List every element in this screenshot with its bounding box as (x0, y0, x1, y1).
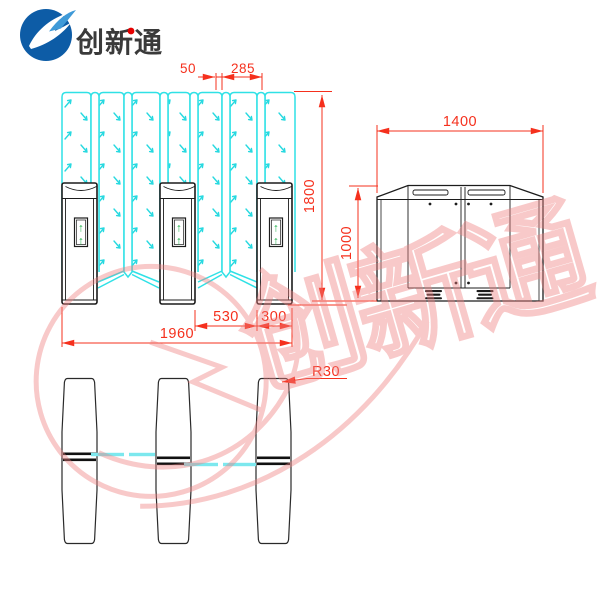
passage-indicator (73, 217, 89, 248)
dim-300: 300 (257, 308, 293, 347)
dim-1800: 1800 (288, 91, 347, 306)
indicator-up-arrow-icon: ↑ (273, 236, 279, 248)
indicator-up-arrow-icon: ↑ (176, 236, 182, 248)
dim-label-1400: 1400 (443, 114, 477, 130)
dim-50: 50 (180, 61, 223, 90)
top-plan-view: R30 (61, 364, 347, 545)
logo-brand-text: 创新通 (75, 27, 163, 58)
dim-label-1000: 1000 (339, 226, 355, 260)
glass-sheet (197, 91, 223, 272)
front-elevation-view: ↑ ↑ ↑ ↑ ↑ ↑ (61, 61, 347, 347)
brand-logo: 创新通 (20, 9, 163, 61)
side-door-lines (407, 185, 511, 289)
pedestal-panel-lines (62, 198, 97, 301)
side-screws (428, 202, 493, 285)
pedestal-cabinets-front: ↑ ↑ ↑ ↑ ↑ ↑ (61, 182, 293, 305)
logo-red-dot-icon (127, 27, 135, 35)
dim-1960: 1960 (61, 307, 292, 347)
dim-1400: 1400 (376, 114, 544, 193)
dim-label-1960: 1960 (160, 326, 194, 342)
dim-R30: R30 (281, 364, 347, 384)
dim-label-R30: R30 (312, 364, 340, 380)
indicator-up-arrow-icon: ↑ (273, 223, 279, 235)
passage-indicator-inner (76, 219, 86, 245)
dim-label-50: 50 (180, 61, 196, 76)
side-vent-grilles (425, 290, 494, 300)
dim-1000: 1000 (312, 185, 378, 302)
passage-indicator (268, 217, 284, 248)
pedestal-cap-curve (260, 186, 292, 191)
glass-strip (221, 91, 231, 279)
plan-wing-slots (63, 452, 290, 466)
side-dimensions: 1400 1000 (312, 114, 544, 302)
plan-pod (155, 377, 192, 545)
dim-label-1800: 1800 (302, 179, 318, 213)
indicator-up-arrow-icon: ↑ (78, 223, 84, 235)
dim-285: 285 (222, 61, 263, 90)
passage-indicator-inner (271, 219, 281, 245)
side-reader-slot (467, 189, 506, 196)
pedestal-front-2: ↑ ↑ (159, 182, 196, 305)
passage-indicator-inner (174, 219, 184, 245)
indicator-up-arrow-icon: ↑ (78, 236, 84, 248)
glass-bottom-edges (97, 270, 258, 289)
pedestal-cap-curve (65, 186, 97, 191)
dim-label-530: 530 (213, 309, 239, 325)
side-end-panel-lines (380, 199, 540, 301)
watermark-swoosh-icon (33, 263, 430, 509)
pedestal-cap-curve (163, 186, 195, 191)
glass-strip (123, 91, 133, 279)
pedestal-panel-lines (257, 198, 292, 301)
side-elevation-view: 1400 1000 (312, 114, 544, 302)
glass-sheet (98, 91, 125, 272)
dim-label-285: 285 (231, 61, 255, 76)
passage-indicator (171, 217, 187, 248)
dim-530: 530 (194, 309, 258, 331)
front-dimensions: 50 285 1800 530 300 (61, 61, 347, 347)
indicator-up-arrow-icon: ↑ (176, 223, 182, 235)
logo-swoosh-icon (29, 14, 71, 49)
pedestal-front-3: ↑ ↑ (256, 182, 293, 305)
glass-sheet (229, 91, 258, 272)
pedestal-front-1: ↑ ↑ (61, 182, 98, 305)
plan-glass-wing-dashes (91, 452, 256, 467)
logo-swoosh-accent-icon (49, 10, 76, 32)
glass-sheet (131, 91, 161, 272)
dim-label-300: 300 (261, 309, 287, 325)
side-reader-slot (412, 189, 449, 196)
pedestal-panel-lines (160, 198, 195, 301)
